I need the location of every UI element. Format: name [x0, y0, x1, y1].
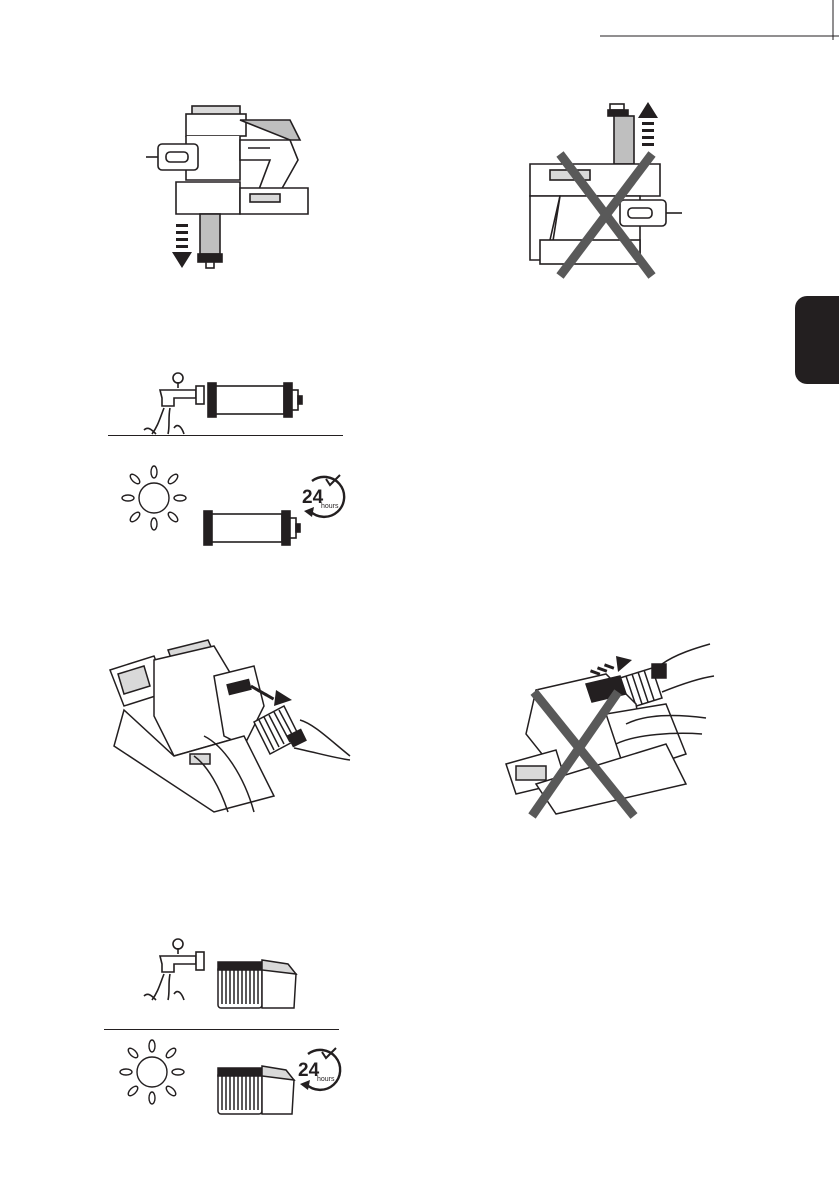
language-side-tab — [795, 296, 839, 384]
timer-24-hours-icon: 24 hours — [298, 473, 354, 521]
figure-dry-hepa-filter — [112, 1040, 312, 1120]
timer-unit: hours — [321, 503, 339, 510]
figure-wash-cylinder-filter — [138, 368, 338, 438]
figure-wash-hepa-filter — [138, 936, 308, 1014]
figure-remove-filter-up-crossed — [520, 100, 700, 285]
sun-icon — [122, 466, 186, 530]
divider-line-2 — [104, 1029, 339, 1030]
timer-24-hours-icon: 24 hours — [294, 1046, 350, 1094]
figure-pull-filter-out-crossed — [496, 634, 726, 824]
divider-line-1 — [108, 435, 343, 436]
sun-icon — [120, 1040, 184, 1104]
figure-remove-filter-down — [140, 100, 320, 285]
figure-pull-filter-out — [104, 636, 354, 816]
timer-unit: hours — [317, 1076, 335, 1083]
crop-mark-top-right — [600, 0, 839, 40]
